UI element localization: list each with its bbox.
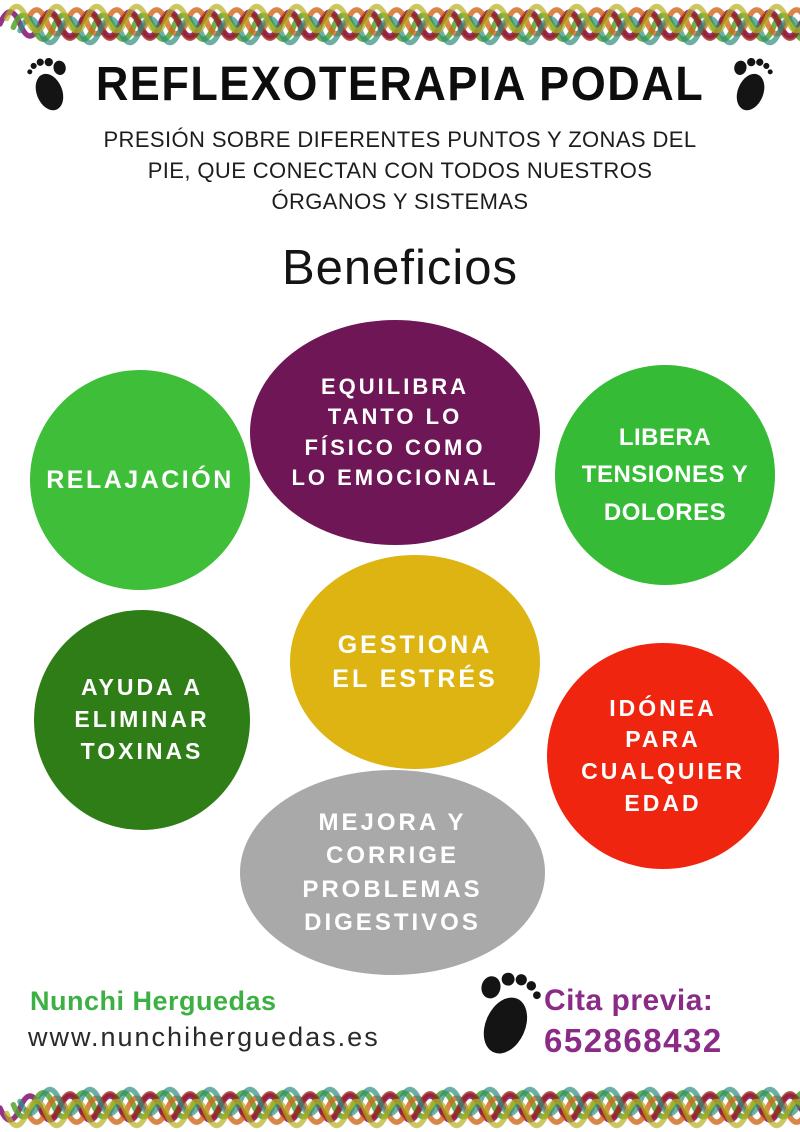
benefit-text-equilibra: EQUILIBRA TANTO LO FÍSICO COMO LO EMOCIO… (291, 373, 499, 490)
benefit-bubble-eliminar-toxinas: AYUDA A ELIMINAR TOXINAS (34, 610, 250, 830)
footprint-icon-left (27, 57, 66, 111)
benefit-bubble-libera-tensiones: LIBERA TENSIONES Y DOLORES (555, 365, 775, 585)
benefit-text-gestiona-estres: GESTIONA EL ESTRÉS (332, 630, 498, 694)
title-row: REFLEXOTERAPIA PODAL (0, 56, 800, 112)
benefit-text-relajacion: RELAJACIÓN (46, 465, 234, 494)
decorative-border-top (0, 0, 800, 48)
decorative-border-bottom (0, 1084, 800, 1132)
page-title: REFLEXOTERAPIA PODAL (95, 55, 705, 111)
benefit-bubble-problemas-digestivos: MEJORA Y CORRIGE PROBLEMAS DIGESTIVOS (240, 770, 545, 975)
poster-subtitle: PRESIÓN SOBRE DIFERENTES PUNTOS Y ZONAS … (103, 127, 697, 215)
benefit-bubble-equilibra: EQUILIBRA TANTO LO FÍSICO COMO LO EMOCIO… (250, 320, 540, 545)
benefit-text-problemas-digestivos: MEJORA Y CORRIGE PROBLEMAS DIGESTIVOS (302, 809, 483, 936)
cta-label: Cita previa: (544, 984, 714, 1017)
phone-number: 652868432 (544, 1022, 723, 1059)
benefit-bubble-gestiona-estres: GESTIONA EL ESTRÉS (290, 555, 540, 769)
benefits-heading: Beneficios (281, 241, 519, 295)
footprint-icon-footer (481, 972, 541, 1054)
benefit-bubble-idonea-edad: IDÓNEA PARA CUALQUIER EDAD (547, 643, 779, 869)
benefit-text-eliminar-toxinas: AYUDA A ELIMINAR TOXINAS (74, 674, 210, 764)
benefit-text-idonea-edad: IDÓNEA PARA CUALQUIER EDAD (581, 694, 745, 816)
footprint-icon-right (734, 57, 773, 111)
brand-name: Nunchi Herguedas (30, 986, 277, 1016)
website-url: www.nunchiherguedas.es (28, 1022, 380, 1052)
benefit-text-libera-tensiones: LIBERA TENSIONES Y DOLORES (581, 424, 749, 526)
benefit-bubble-relajacion: RELAJACIÓN (30, 370, 250, 590)
